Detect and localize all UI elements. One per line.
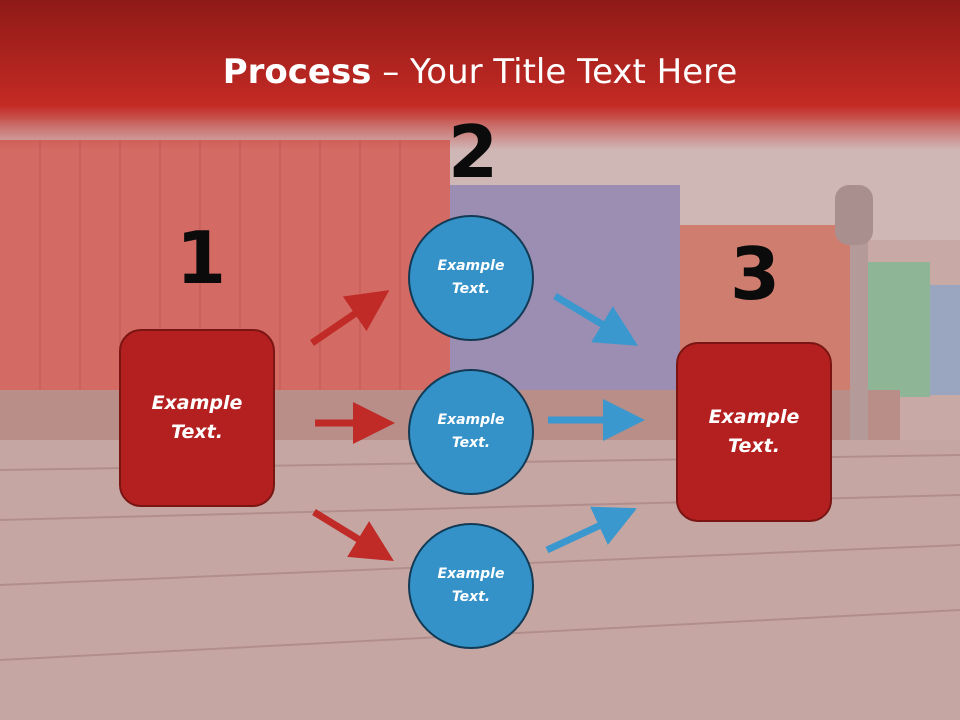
red-arrow-up — [310, 290, 390, 346]
title-bold: Process — [222, 52, 372, 92]
right-box-text: Example Text. — [708, 406, 800, 457]
circle-bottom-text: Example Text. — [437, 566, 505, 605]
step-number-2: 2 — [448, 110, 499, 194]
left-process-box[interactable]: Example Text. — [119, 329, 275, 507]
circle-step-bottom[interactable]: Example Text. — [408, 523, 534, 649]
circle-step-middle[interactable]: Example Text. — [408, 369, 534, 495]
circle-step-top[interactable]: Example Text. — [408, 215, 534, 341]
blue-arrow-down — [553, 292, 639, 346]
red-arrow-down — [312, 509, 394, 561]
left-box-text: Example Text. — [151, 392, 243, 443]
step-number-3: 3 — [730, 232, 781, 316]
right-process-box[interactable]: Example Text. — [676, 342, 832, 522]
blue-arrow-up — [545, 506, 638, 554]
circle-middle-text: Example Text. — [437, 412, 505, 451]
step-number-1: 1 — [176, 216, 227, 300]
title-band — [0, 0, 960, 150]
page-title: Process – Your Title Text Here — [0, 52, 960, 92]
title-rest: – Your Title Text Here — [371, 52, 738, 92]
circle-top-text: Example Text. — [437, 258, 505, 297]
